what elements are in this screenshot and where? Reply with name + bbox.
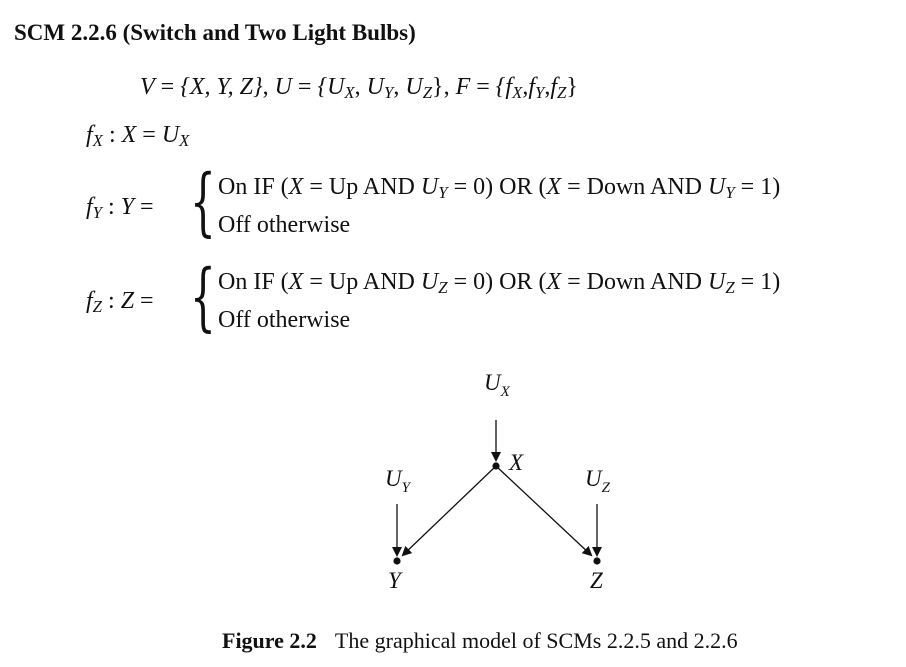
fy-case1-u: U (420, 174, 439, 200)
fy-case1-eq4: = 1) (734, 174, 781, 200)
f-set-sub-3: Z (557, 83, 567, 103)
u-set-sub-3: Z (422, 83, 433, 103)
fz-case1-u2-sub: Z (725, 278, 735, 298)
f-set-sub-2: Y (535, 83, 545, 103)
fy-lhs: fY : Y = (86, 194, 154, 223)
fy-case1-prefix: On IF ( (218, 174, 289, 200)
node-x-label: X (508, 450, 524, 475)
fz-case-1: On IF (X = Up AND UZ = 0) OR (X = Down A… (218, 269, 780, 298)
node-y (393, 557, 401, 565)
fy-case-2: Off otherwise (218, 212, 351, 238)
fy-case1-var2: X (546, 174, 562, 200)
fz-case1-eq4: = 1) (734, 269, 781, 295)
f-set-sub-1: X (512, 83, 523, 103)
fy-name: f (86, 194, 93, 220)
fy-case1-u2: U (707, 174, 726, 200)
fz-var: Z (120, 288, 135, 314)
fx-lhs: X (121, 122, 137, 148)
figure-caption-label: Figure 2.2 (222, 628, 317, 653)
node-x (492, 462, 500, 470)
fz-case1-u2: U (707, 269, 726, 295)
f-set-open: {f (495, 74, 513, 100)
figure-caption: Figure 2.2 The graphical model of SCMs 2.… (222, 628, 738, 654)
fz-case1-eq1: = Up AND (303, 269, 421, 295)
fy-case1-eq1: = Up AND (303, 174, 421, 200)
fz-name: f (86, 288, 93, 314)
fy-sub: Y (92, 203, 103, 223)
fx-name: f (86, 122, 93, 148)
node-z-label: Z (590, 568, 603, 593)
fz-brace: { (190, 254, 216, 340)
node-y-label: Y (388, 568, 403, 593)
section-heading: SCM 2.2.6 (Switch and Two Light Bulbs) (14, 20, 416, 45)
fx-sub: X (92, 131, 103, 151)
fz-case-2: Off otherwise (218, 307, 351, 333)
fy-case1-u-sub: Y (438, 183, 448, 203)
fz-sub: Z (92, 297, 103, 317)
graphical-model-diagram: UX UY UZ X Y Z (385, 370, 611, 593)
node-uz-label: UZ (585, 466, 611, 496)
u-set-sub-1: X (344, 83, 355, 103)
fz-case1-u-sub: Z (438, 278, 448, 298)
fx-rhs: U (161, 122, 180, 148)
u-set-open: {U (317, 74, 345, 100)
fz-case1-var2: X (546, 269, 562, 295)
v-set: {X, Y, Z} (180, 74, 263, 100)
fz-case1-u: U (420, 269, 439, 295)
node-z (593, 557, 601, 565)
fz-case1-prefix: On IF ( (218, 269, 289, 295)
fz-case1-var: X (288, 269, 304, 295)
fy-brace: { (190, 159, 216, 245)
node-ux-label: UX (484, 370, 511, 400)
fy-var: Y (120, 194, 135, 220)
fy-case1-u2-sub: Y (725, 183, 735, 203)
fx-equation: fX : X = UX (86, 122, 190, 151)
fy-case1-var: X (288, 174, 304, 200)
fy-case1-eq2: = 0) OR ( (447, 174, 547, 200)
definitions-line: V = {X, Y, Z}, U = {UX, UY, UZ}, F = {fX… (140, 74, 578, 103)
fy-case-1: On IF (X = Up AND UY = 0) OR (X = Down A… (218, 174, 780, 203)
figure-caption-text: The graphical model of SCMs 2.2.5 and 2.… (334, 628, 738, 653)
edge-x-z (495, 465, 593, 557)
fz-case1-eq2: = 0) OR ( (447, 269, 547, 295)
u-set-sub-2: Y (384, 83, 394, 103)
fx-rhs-sub: X (179, 131, 190, 151)
fz-lhs: fZ : Z = (86, 288, 154, 317)
node-uy-label: UY (385, 466, 412, 496)
fz-case1-eq3: = Down AND (561, 269, 708, 295)
fy-case1-eq3: = Down AND (561, 174, 708, 200)
edge-x-y (401, 465, 497, 557)
